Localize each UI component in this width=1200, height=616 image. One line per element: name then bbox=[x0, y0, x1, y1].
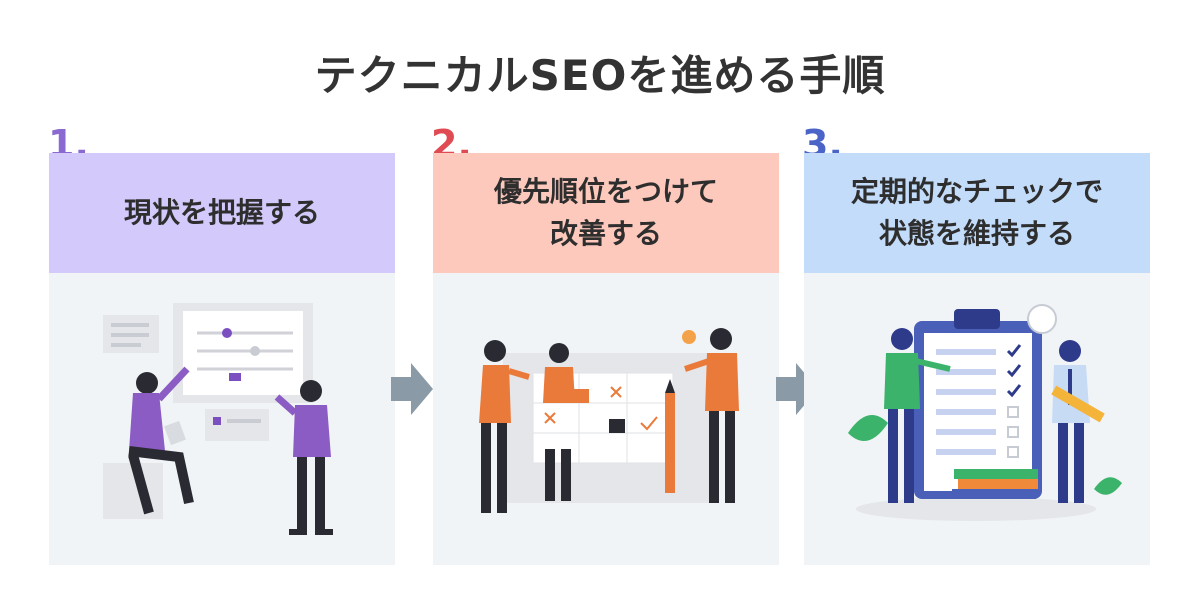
step-2-card: 優先順位をつけて 改善する bbox=[433, 153, 779, 565]
step-3-card: 定期的なチェックで 状態を維持する bbox=[804, 153, 1150, 565]
step-1-body bbox=[49, 273, 395, 565]
step-1-label: 現状を把握する bbox=[123, 196, 320, 229]
step-arrow-icon bbox=[391, 363, 433, 415]
step-1-header: 現状を把握する bbox=[49, 153, 395, 273]
illustration-planning bbox=[479, 328, 739, 513]
step-3-label-line1: 定期的なチェックで bbox=[850, 175, 1103, 208]
step-2-label-line2: 改善する bbox=[549, 217, 662, 250]
illustration-checklist bbox=[848, 304, 1122, 521]
step-3-label-line2: 状態を維持する bbox=[878, 217, 1075, 250]
illustration-analysis bbox=[103, 303, 333, 535]
step-2-header: 優先順位をつけて 改善する bbox=[433, 153, 779, 273]
step-2-label-line1: 優先順位をつけて bbox=[493, 175, 718, 208]
step-3-header: 定期的なチェックで 状態を維持する bbox=[804, 153, 1150, 273]
step-arrow-icon bbox=[776, 363, 818, 415]
step-3-body bbox=[804, 273, 1150, 565]
step-1-card: 現状を把握する bbox=[49, 153, 395, 565]
step-2-body bbox=[433, 273, 779, 565]
page-title: テクニカルSEOを進める手順 bbox=[314, 51, 886, 100]
